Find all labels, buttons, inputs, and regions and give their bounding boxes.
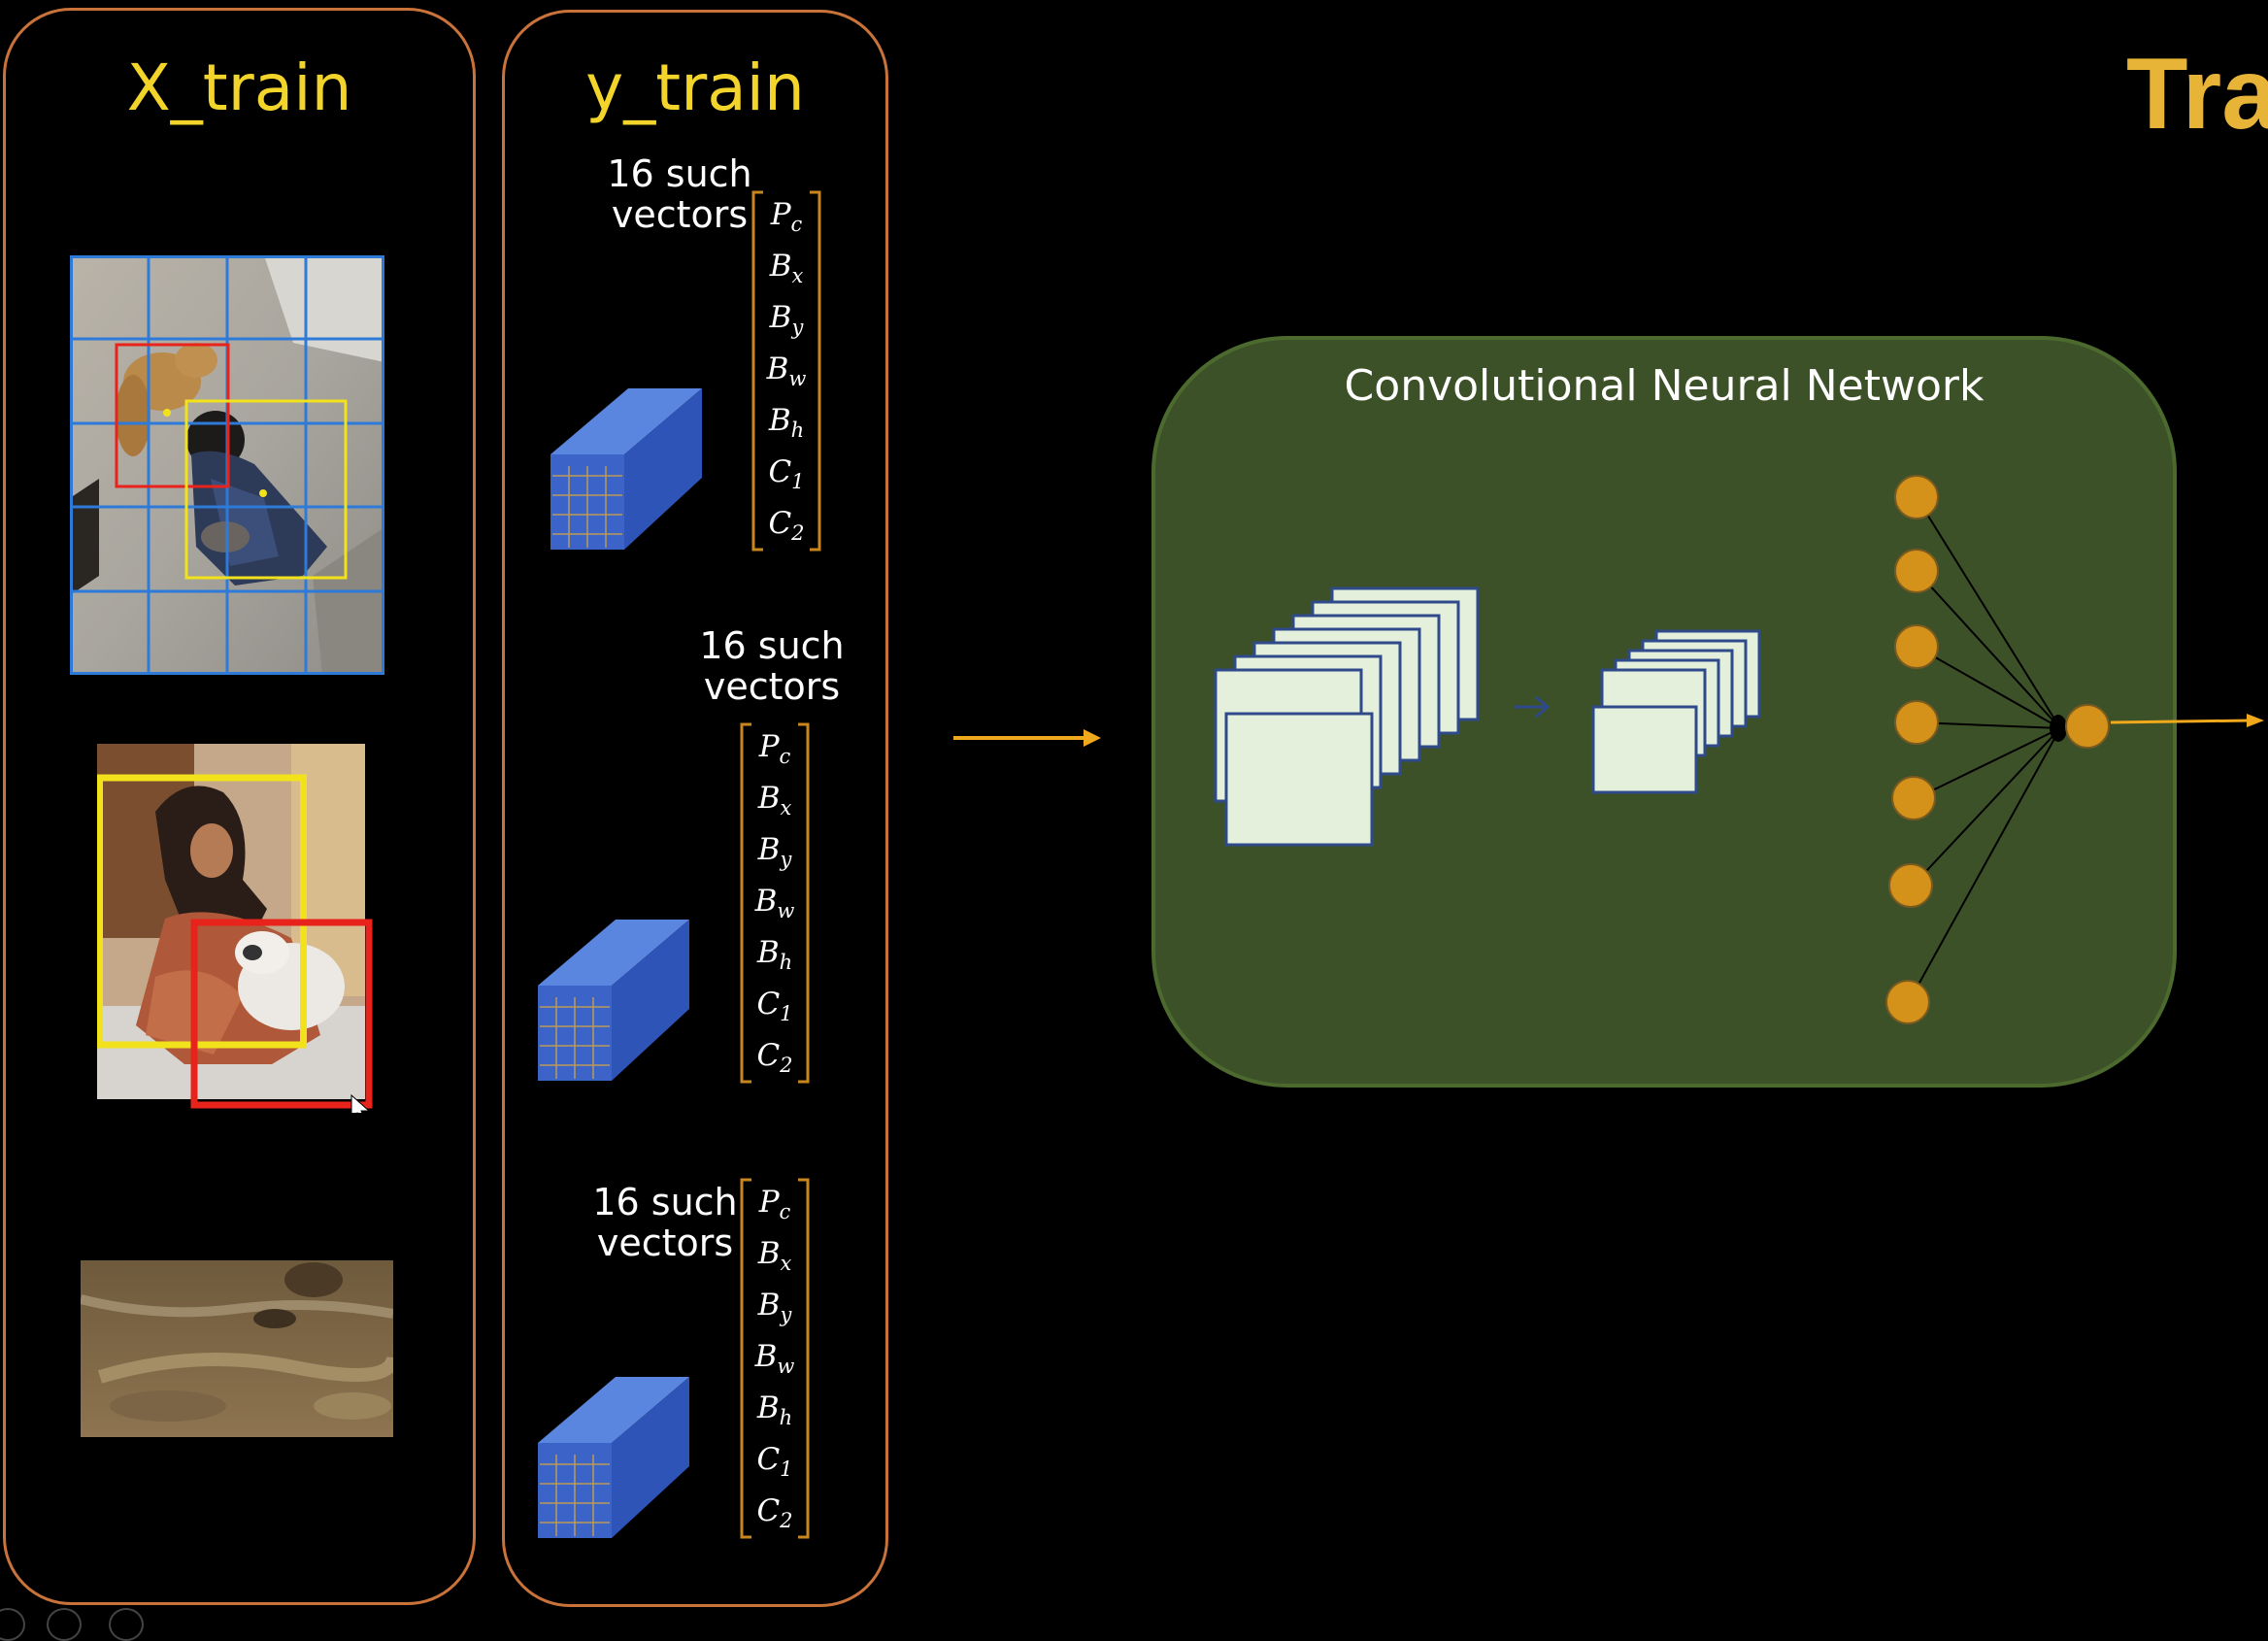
vector-component-bw: Bw	[754, 1339, 795, 1379]
vector-component-c2: C2	[768, 506, 805, 546]
vector-bracket	[740, 722, 810, 1084]
vector-component-by: By	[769, 299, 804, 340]
vector-component-c1: C1	[756, 1442, 793, 1482]
tensor-cube-icon	[538, 1377, 689, 1538]
vector-component-bx: Bx	[757, 1235, 792, 1275]
vector-component-by: By	[757, 1287, 792, 1327]
vector-component-pc: Pc	[758, 1184, 791, 1223]
training-image-dog-and-child	[70, 255, 384, 675]
input-arrow	[953, 729, 1101, 747]
vector-count-note-2-text: 16 such vectors	[699, 624, 845, 708]
vector-bracket	[740, 1178, 810, 1539]
vector-component-c2: C2	[756, 1493, 793, 1533]
output-tensor-cube-2	[536, 920, 701, 1088]
training-image-woman-with-dog	[96, 744, 373, 1123]
conv-arrow-icon	[1515, 695, 1551, 719]
vector-component-bw: Bw	[754, 884, 795, 923]
tensor-cube-icon	[550, 388, 702, 550]
feature-maps-stack-large	[1214, 586, 1480, 847]
vector-component-by: By	[757, 831, 792, 872]
vector-count-note-3: 16 such vectors	[578, 1182, 752, 1263]
cnn-title: Convolutional Neural Network	[1344, 361, 1984, 411]
vector-component-pc: Pc	[770, 196, 803, 236]
tensor-cube-icon	[538, 920, 689, 1081]
x-train-panel	[3, 8, 476, 1605]
output-neuron	[2065, 704, 2110, 749]
slide-title: Tra	[2126, 38, 2268, 151]
training-image-empty-ground	[81, 1260, 393, 1437]
vector-component-bh: Bh	[756, 1390, 793, 1430]
vector-component-c2: C2	[756, 1038, 793, 1078]
output-tensor-cube-1	[549, 388, 714, 557]
vector-count-note-1: 16 such vectors	[592, 153, 767, 235]
y-train-title: y_train	[585, 50, 805, 125]
output-arrow	[2110, 714, 2264, 727]
vector-count-note-3-text: 16 such vectors	[592, 1181, 738, 1264]
player-control-icon[interactable]	[0, 1608, 25, 1641]
player-control-icon[interactable]	[47, 1608, 82, 1641]
vector-component-c1: C1	[768, 454, 805, 494]
output-junction	[2050, 715, 2067, 742]
vector-component-bw: Bw	[766, 352, 807, 391]
vector-component-bh: Bh	[756, 935, 793, 975]
player-control-icon[interactable]	[109, 1608, 144, 1641]
vector-count-note-2: 16 such vectors	[684, 625, 859, 707]
cnn-diagram	[1214, 475, 2264, 1024]
vector-component-c1: C1	[756, 987, 793, 1026]
vector-count-note-1-text: 16 such vectors	[607, 152, 752, 236]
vector-component-pc: Pc	[758, 728, 791, 768]
output-tensor-cube-3	[536, 1377, 701, 1546]
vector-component-bx: Bx	[769, 248, 804, 287]
y-train-panel	[502, 10, 888, 1607]
dense-layer-neurons	[1885, 475, 1939, 1024]
feature-maps-stack-small	[1591, 629, 1761, 794]
vector-component-bh: Bh	[768, 403, 805, 443]
vector-bracket	[751, 190, 821, 552]
vector-component-bx: Bx	[757, 780, 792, 820]
x-train-title: X_train	[126, 50, 352, 125]
dense-connections	[1908, 496, 2061, 1003]
